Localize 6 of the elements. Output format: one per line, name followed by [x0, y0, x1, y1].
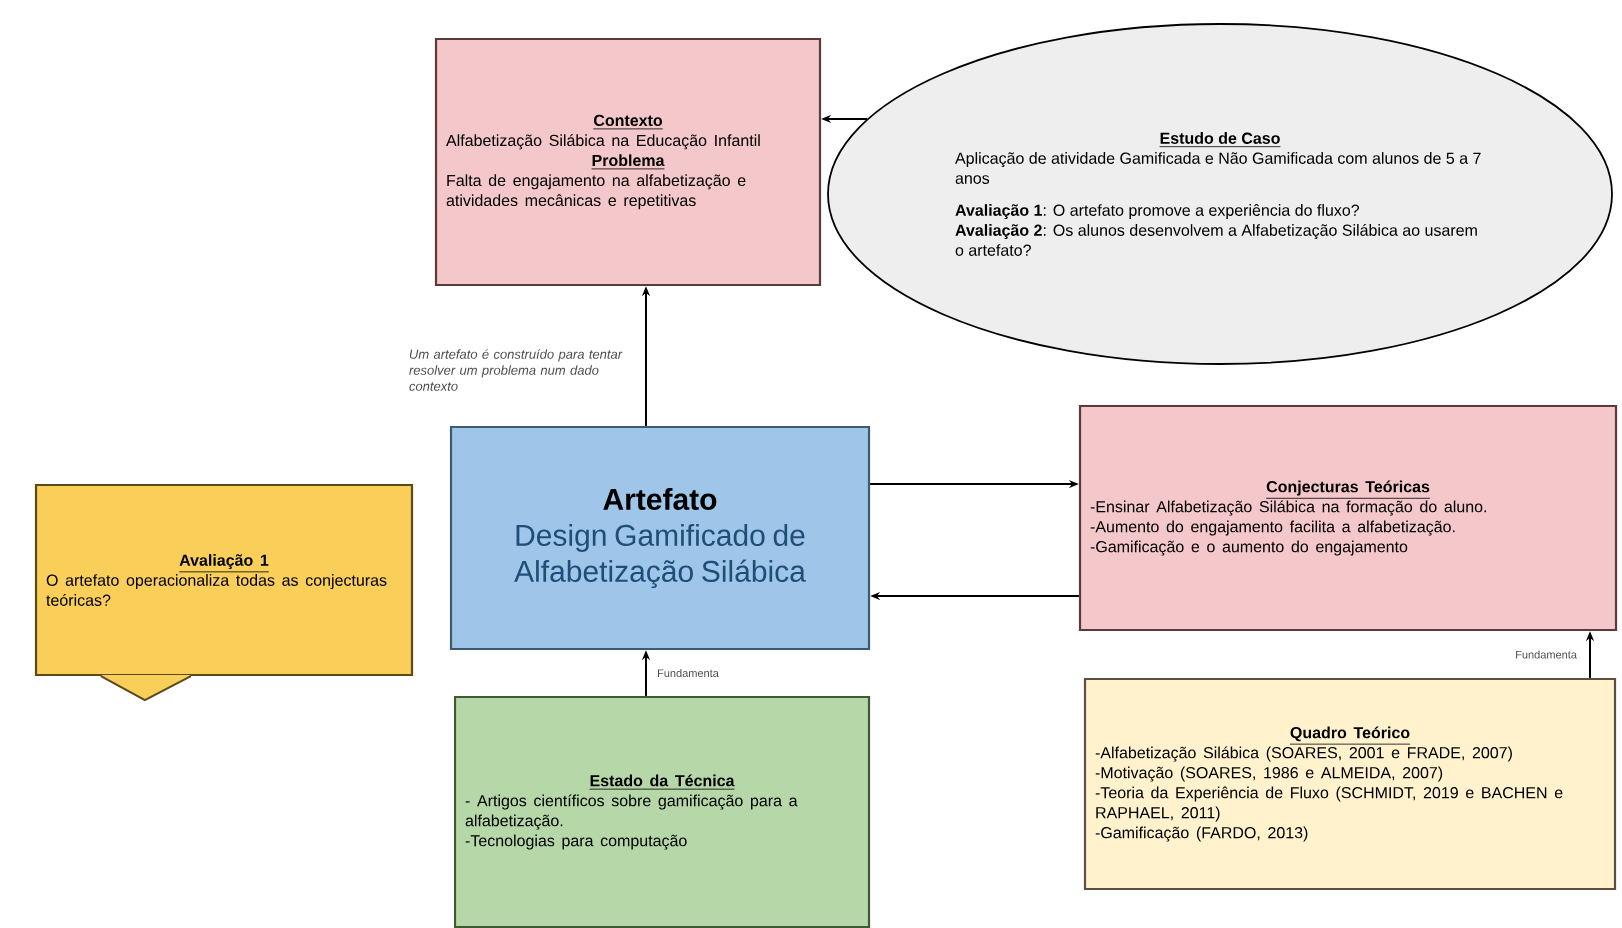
state-of-art-box: Estado da Técnica - Artigos científicos sobre gamificação para a alfabetização. -Tecnologias para computação — [453, 695, 871, 928]
conjectures-box: Conjecturas Teóricas -Ensinar Alfabetização Silábica na formação do aluno. -Aumento do engajamento facilita a alfabetização. -Gamificação e o aumento do engajamento — [1078, 404, 1618, 632]
framework-box: Quadro Teórico -Alfabetização Silábica (SOARES, 2001 e FRADE, 2007) -Motivação (SOARES, 1986 e ALMEIDA, 2007) -Teoria da Experiência de Fluxo (SCHMIDT, 2019 e BACHEN e RAPHAEL, 2011) -Gamificação (FARDO, 2013) — [1083, 677, 1617, 891]
context-box: Contexto Alfabetização Silábica na Educação Infantil Problema Falta de engajamento na alfabetização e atividades mecânicas e repetitivas — [434, 37, 822, 287]
artifact-box: Artefato Design Gamificado de Alfabetização Silábica — [449, 425, 871, 651]
callout-box: Avaliação 1 O artefato operacionaliza todas as conjecturas teóricas? — [34, 483, 414, 702]
